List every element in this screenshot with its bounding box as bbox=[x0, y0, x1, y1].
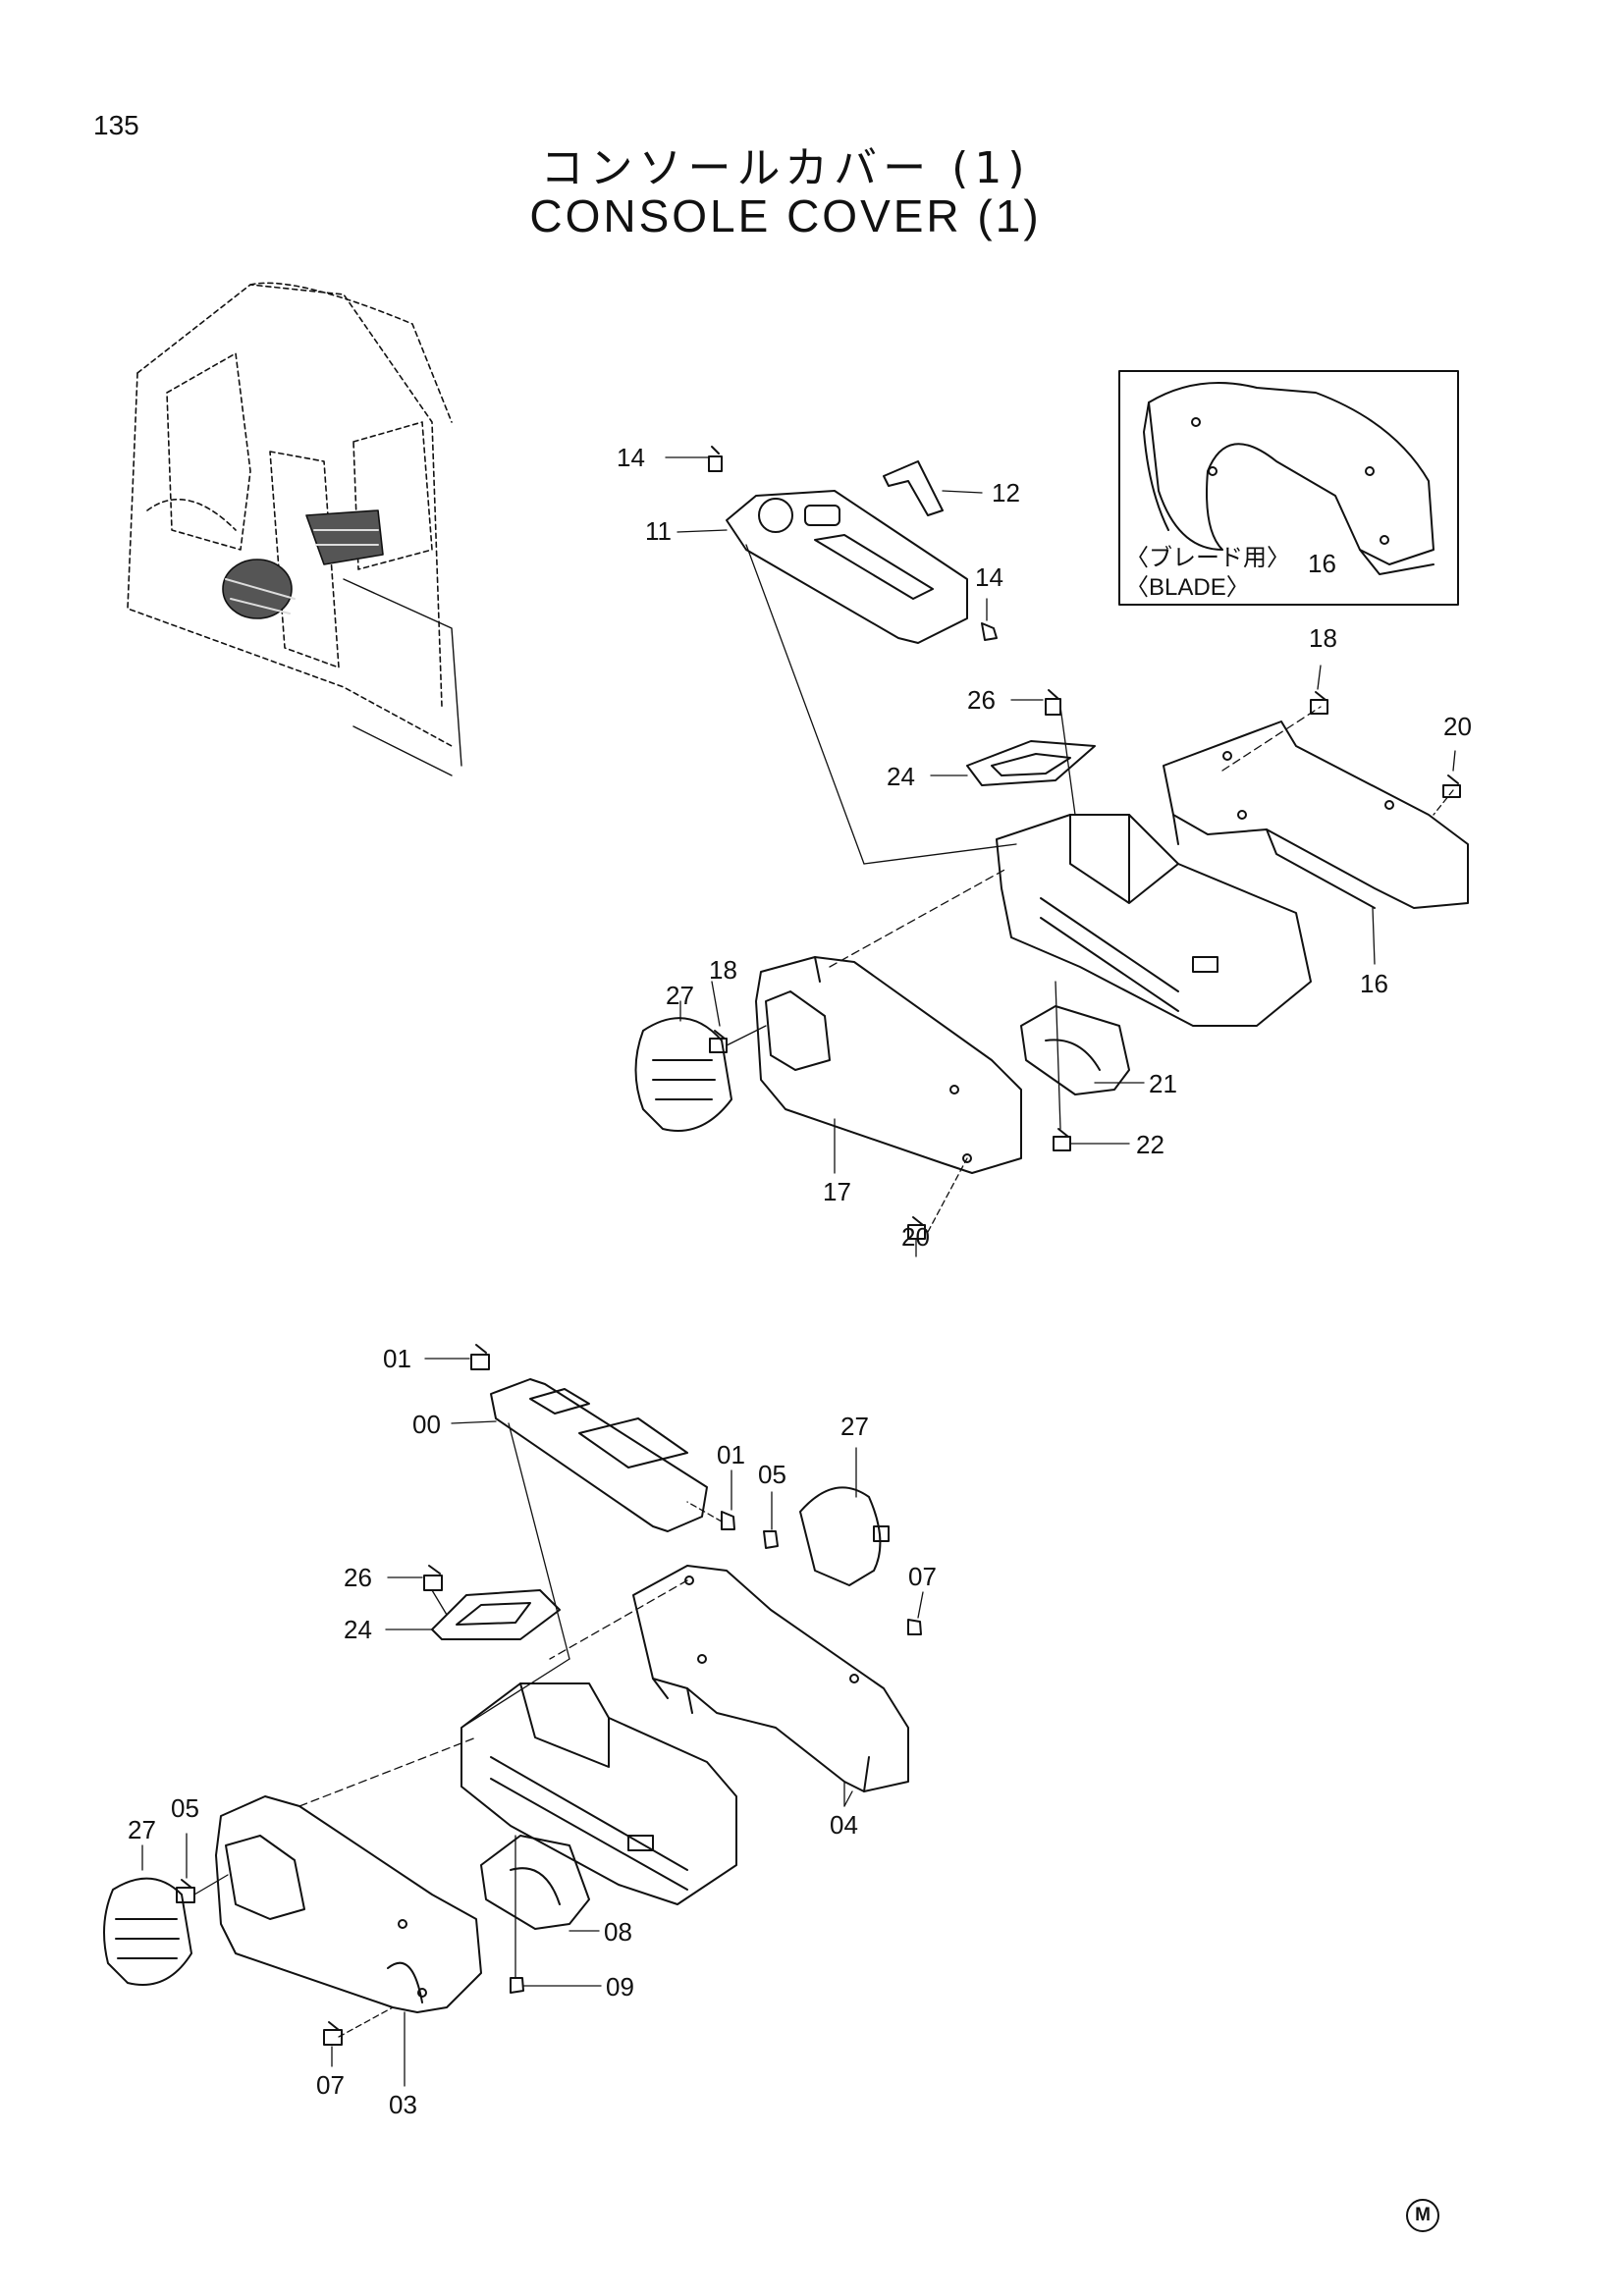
part-label: 01 bbox=[717, 1440, 745, 1469]
part-label: 26 bbox=[344, 1563, 372, 1592]
part-label: 07 bbox=[908, 1562, 937, 1591]
part-label: 21 bbox=[1149, 1069, 1177, 1098]
part-label: 12 bbox=[992, 478, 1020, 507]
upper-console-assembly bbox=[634, 446, 1469, 1257]
part-label: 09 bbox=[606, 1972, 634, 2002]
part-label: 26 bbox=[967, 685, 996, 715]
part-label: 03 bbox=[389, 2090, 417, 2119]
part-label: 20 bbox=[901, 1222, 930, 1252]
manufacturer-mark-icon: M bbox=[1406, 2199, 1439, 2232]
blade-inset-box bbox=[1118, 370, 1459, 606]
lower-console-assembly bbox=[103, 1344, 924, 2087]
cab-overview-illustration bbox=[127, 282, 462, 776]
page-title-english: CONSOLE COVER (1) bbox=[529, 190, 1042, 241]
inset-label-english: 〈BLADE〉 bbox=[1125, 574, 1250, 601]
inset-part-label: 16 bbox=[1308, 549, 1336, 578]
part-label: 16 bbox=[1360, 969, 1388, 998]
part-label: 05 bbox=[758, 1460, 786, 1489]
part-label: 00 bbox=[412, 1410, 441, 1439]
part-label: 11 bbox=[645, 516, 672, 546]
part-label: 01 bbox=[383, 1344, 411, 1373]
part-label: 07 bbox=[316, 2070, 345, 2100]
part-label: 24 bbox=[344, 1615, 372, 1644]
inset-label-japanese: 〈ブレード用〉 bbox=[1125, 544, 1290, 571]
part-label: 27 bbox=[128, 1815, 156, 1844]
part-label: 27 bbox=[666, 981, 694, 1010]
part-label: 08 bbox=[604, 1917, 632, 1947]
part-label: 27 bbox=[840, 1412, 869, 1441]
part-label: 18 bbox=[1309, 623, 1337, 653]
part-label: 20 bbox=[1443, 712, 1472, 741]
part-label: 24 bbox=[887, 762, 915, 791]
part-label: 04 bbox=[830, 1810, 858, 1840]
page-title-japanese: コンソールカバー (1) bbox=[540, 143, 1031, 193]
part-label: 05 bbox=[171, 1793, 199, 1823]
part-label: 17 bbox=[823, 1177, 851, 1206]
part-label: 18 bbox=[709, 955, 737, 985]
part-label: 14 bbox=[617, 443, 645, 472]
part-label: 14 bbox=[975, 562, 1003, 592]
part-label: 22 bbox=[1136, 1130, 1164, 1159]
page-number: 135 bbox=[93, 110, 139, 140]
